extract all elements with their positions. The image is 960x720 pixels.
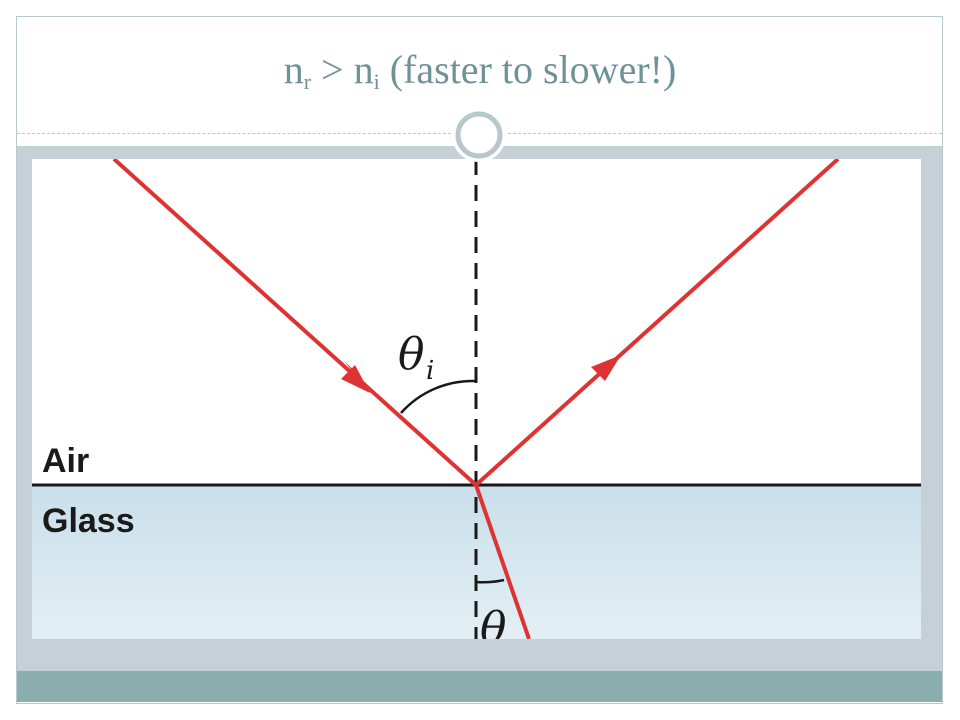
incidence-angle-arc bbox=[400, 379, 477, 414]
footer-bar bbox=[17, 671, 942, 702]
incident-arrow bbox=[341, 365, 370, 393]
refracted-ray bbox=[474, 484, 531, 639]
circle-ornament bbox=[452, 108, 506, 162]
incident-ray bbox=[112, 159, 478, 487]
reflected-ray bbox=[474, 159, 840, 487]
air-label: Air bbox=[42, 442, 89, 480]
theta-incident-symbol: θ bbox=[398, 329, 425, 380]
reflected-arrow bbox=[591, 355, 621, 381]
slide-title: nr > ni (faster to slower!) bbox=[283, 47, 677, 94]
refraction-angle-arc bbox=[475, 578, 505, 584]
glass-label: Glass bbox=[42, 502, 135, 540]
refraction-diagram: Air Glass θ i θ bbox=[32, 159, 921, 639]
theta-incident-subscript: i bbox=[426, 356, 434, 386]
theta-refracted-symbol: θ bbox=[480, 603, 507, 639]
